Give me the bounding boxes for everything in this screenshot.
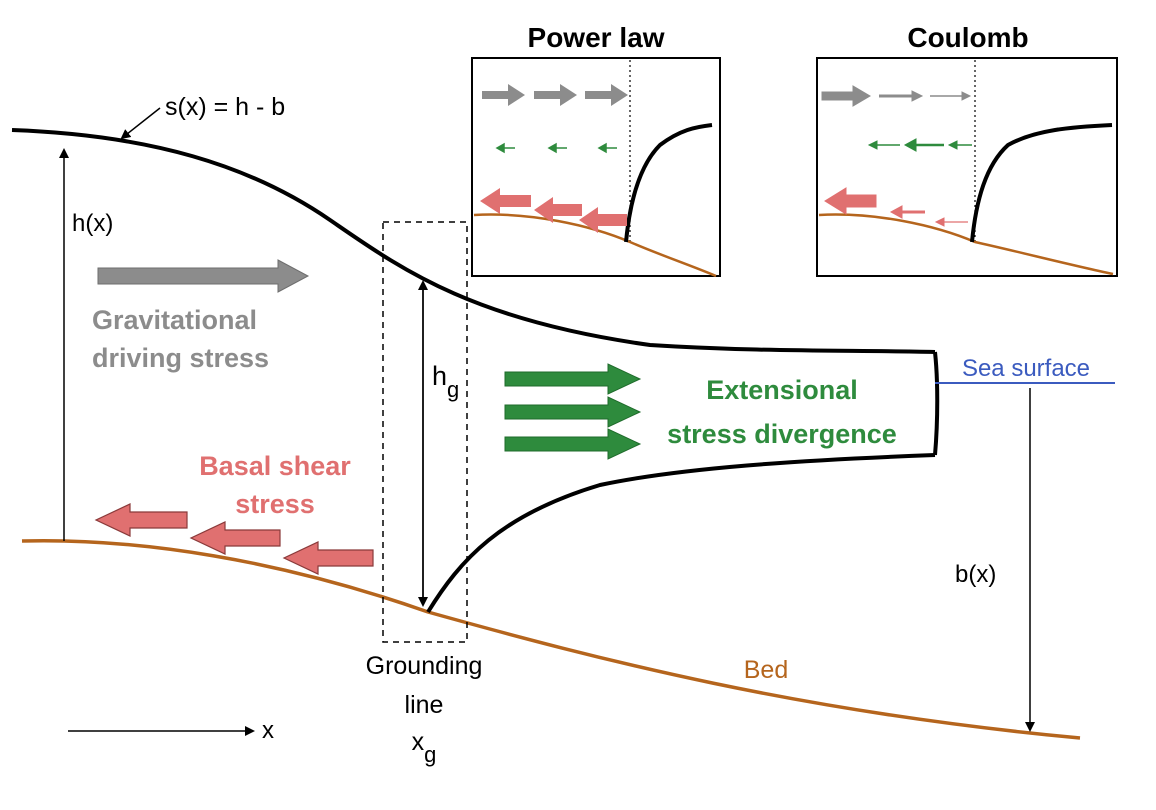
basal-shear-arrows — [94, 503, 374, 575]
thickness-label: h(x) — [72, 210, 113, 237]
inset-title-coulomb: Coulomb — [907, 22, 1028, 53]
inset-ice-surface — [624, 123, 713, 243]
extensional-arrow — [504, 428, 642, 460]
basal-shear-arrow — [282, 541, 374, 575]
inset-bed — [818, 213, 1114, 276]
extensional-arrow — [504, 363, 642, 395]
extensional-label-line2: stress divergence — [667, 419, 897, 449]
sea-surface-label: Sea surface — [962, 355, 1090, 382]
inset-red-arrow — [824, 187, 877, 215]
inset-title-power-law: Power law — [528, 22, 665, 53]
ice-upper-surface — [11, 128, 936, 354]
grounding-line-box — [382, 221, 468, 643]
bed-line — [21, 538, 1081, 740]
inset-ice-surface — [970, 123, 1113, 243]
grounding-position-label: xg — [412, 728, 437, 767]
inset-gray-arrow — [482, 84, 525, 106]
basal-shear-arrow — [189, 521, 281, 555]
extensional-arrow — [504, 396, 642, 428]
driving-stress-label-line1: Gravitational — [92, 305, 257, 335]
bed-label: Bed — [744, 656, 788, 684]
ice-shelf-underside — [426, 453, 936, 614]
extensional-label-line1: Extensional — [706, 375, 858, 405]
grounding-line-label-2: line — [405, 691, 444, 719]
inset-red-arrow — [480, 188, 531, 214]
surface-pointer — [120, 107, 161, 140]
basal-shear-label-line2: stress — [235, 489, 315, 519]
inset-frame — [816, 57, 1118, 277]
inset-gray-arrow — [821, 85, 871, 107]
inset-red-arrow — [534, 197, 582, 223]
surface-equation-label: s(x) = h - b — [165, 93, 285, 121]
inset-coulomb — [816, 57, 1118, 277]
driving-stress-label-line2: driving stress — [92, 343, 269, 373]
inset-gray-arrow — [534, 84, 577, 106]
basal-shear-label-line1: Basal shear — [199, 451, 351, 481]
x-axis-label: x — [262, 717, 274, 744]
basal-shear-arrow — [94, 503, 188, 537]
extensional-arrows — [504, 363, 642, 460]
bed-depth-label: b(x) — [955, 561, 996, 588]
inset-red-arrow — [579, 207, 627, 233]
grounding-thickness-label: hg — [432, 361, 459, 402]
inset-power-law — [471, 57, 721, 278]
grounding-line-label-1: Grounding — [366, 652, 483, 680]
inset-gray-arrow — [585, 84, 628, 106]
gravitational-arrow — [97, 259, 310, 293]
ice-shelf-front — [933, 351, 940, 456]
